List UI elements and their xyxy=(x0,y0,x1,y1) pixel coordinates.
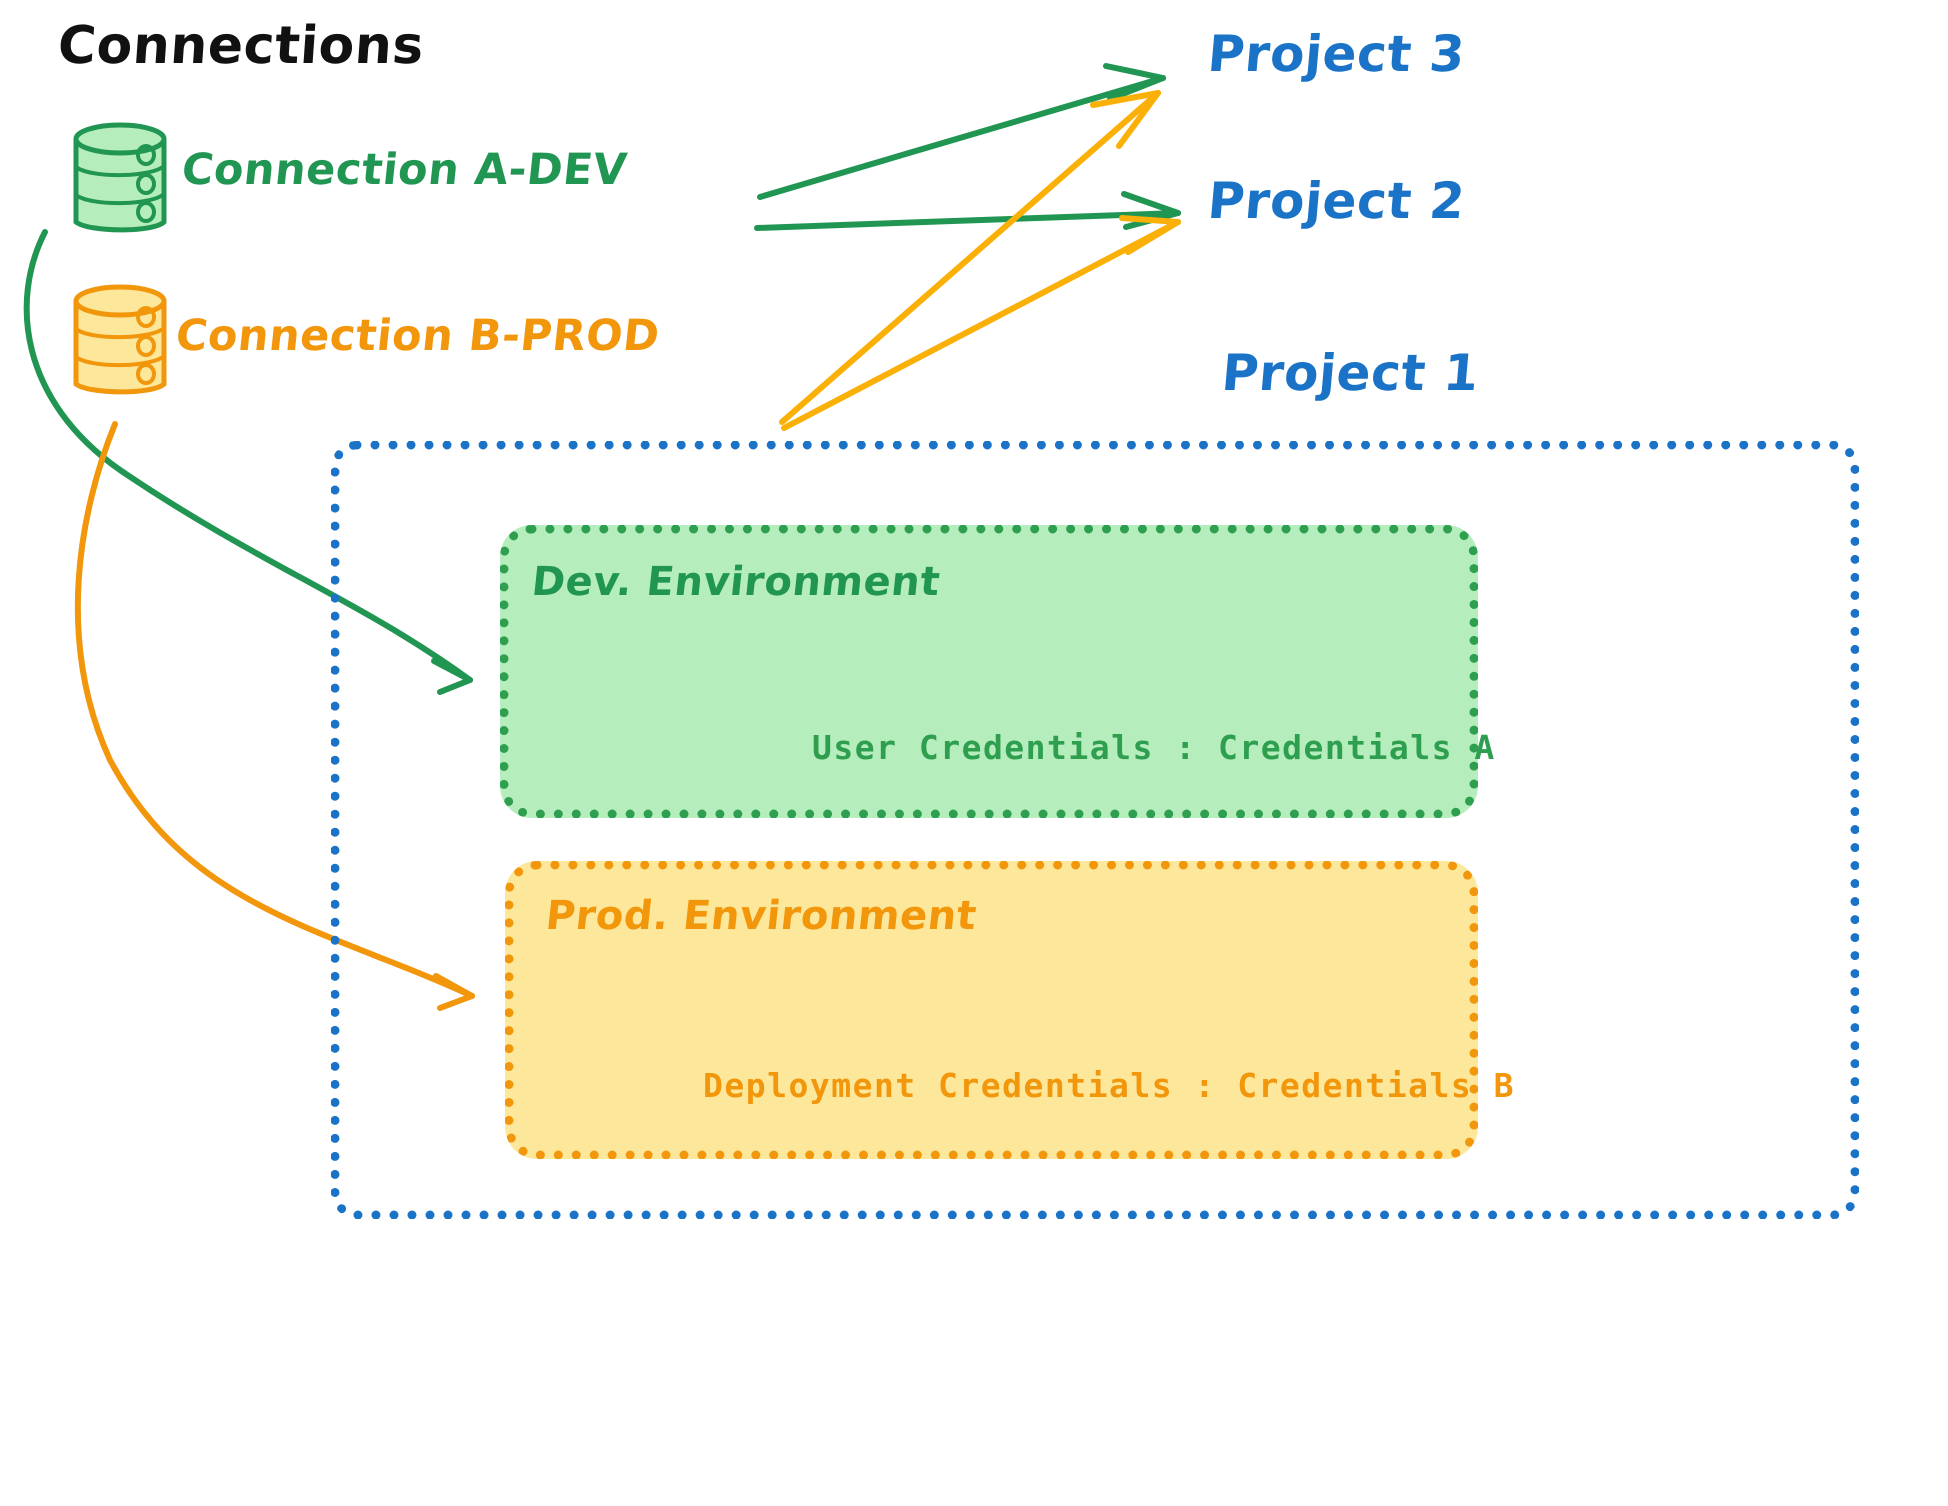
dev-environment-box[interactable] xyxy=(500,525,1478,818)
connection-a-dev-label[interactable]: Connection A-DEV xyxy=(179,145,630,195)
prod-credentials-text: Deployment Credentials : Credentials B xyxy=(703,1066,1515,1105)
prod-environment-box[interactable] xyxy=(505,861,1478,1159)
edge-b-prod-to-project-3 xyxy=(779,90,1161,425)
project-1-container xyxy=(331,441,1859,1219)
project-1-label[interactable]: Project 1 xyxy=(1219,344,1482,402)
dev-credentials-text: User Credentials : Credentials A xyxy=(812,728,1496,767)
edge-a-dev-to-project-3 xyxy=(757,63,1166,200)
database-cylinder-icon[interactable] xyxy=(73,284,167,395)
edge-b-prod-to-project-2 xyxy=(781,215,1181,431)
project-3-label[interactable]: Project 3 xyxy=(1205,25,1468,83)
database-cylinder-icon[interactable] xyxy=(73,122,167,233)
connection-b-prod-label[interactable]: Connection B-PROD xyxy=(173,311,663,361)
project-2-label[interactable]: Project 2 xyxy=(1205,172,1468,230)
edge-a-dev-to-project-2 xyxy=(754,191,1181,231)
prod-environment-title: Prod. Environment xyxy=(543,893,979,939)
dev-environment-title: Dev. Environment xyxy=(529,559,943,605)
page-title: Connections xyxy=(55,16,427,76)
